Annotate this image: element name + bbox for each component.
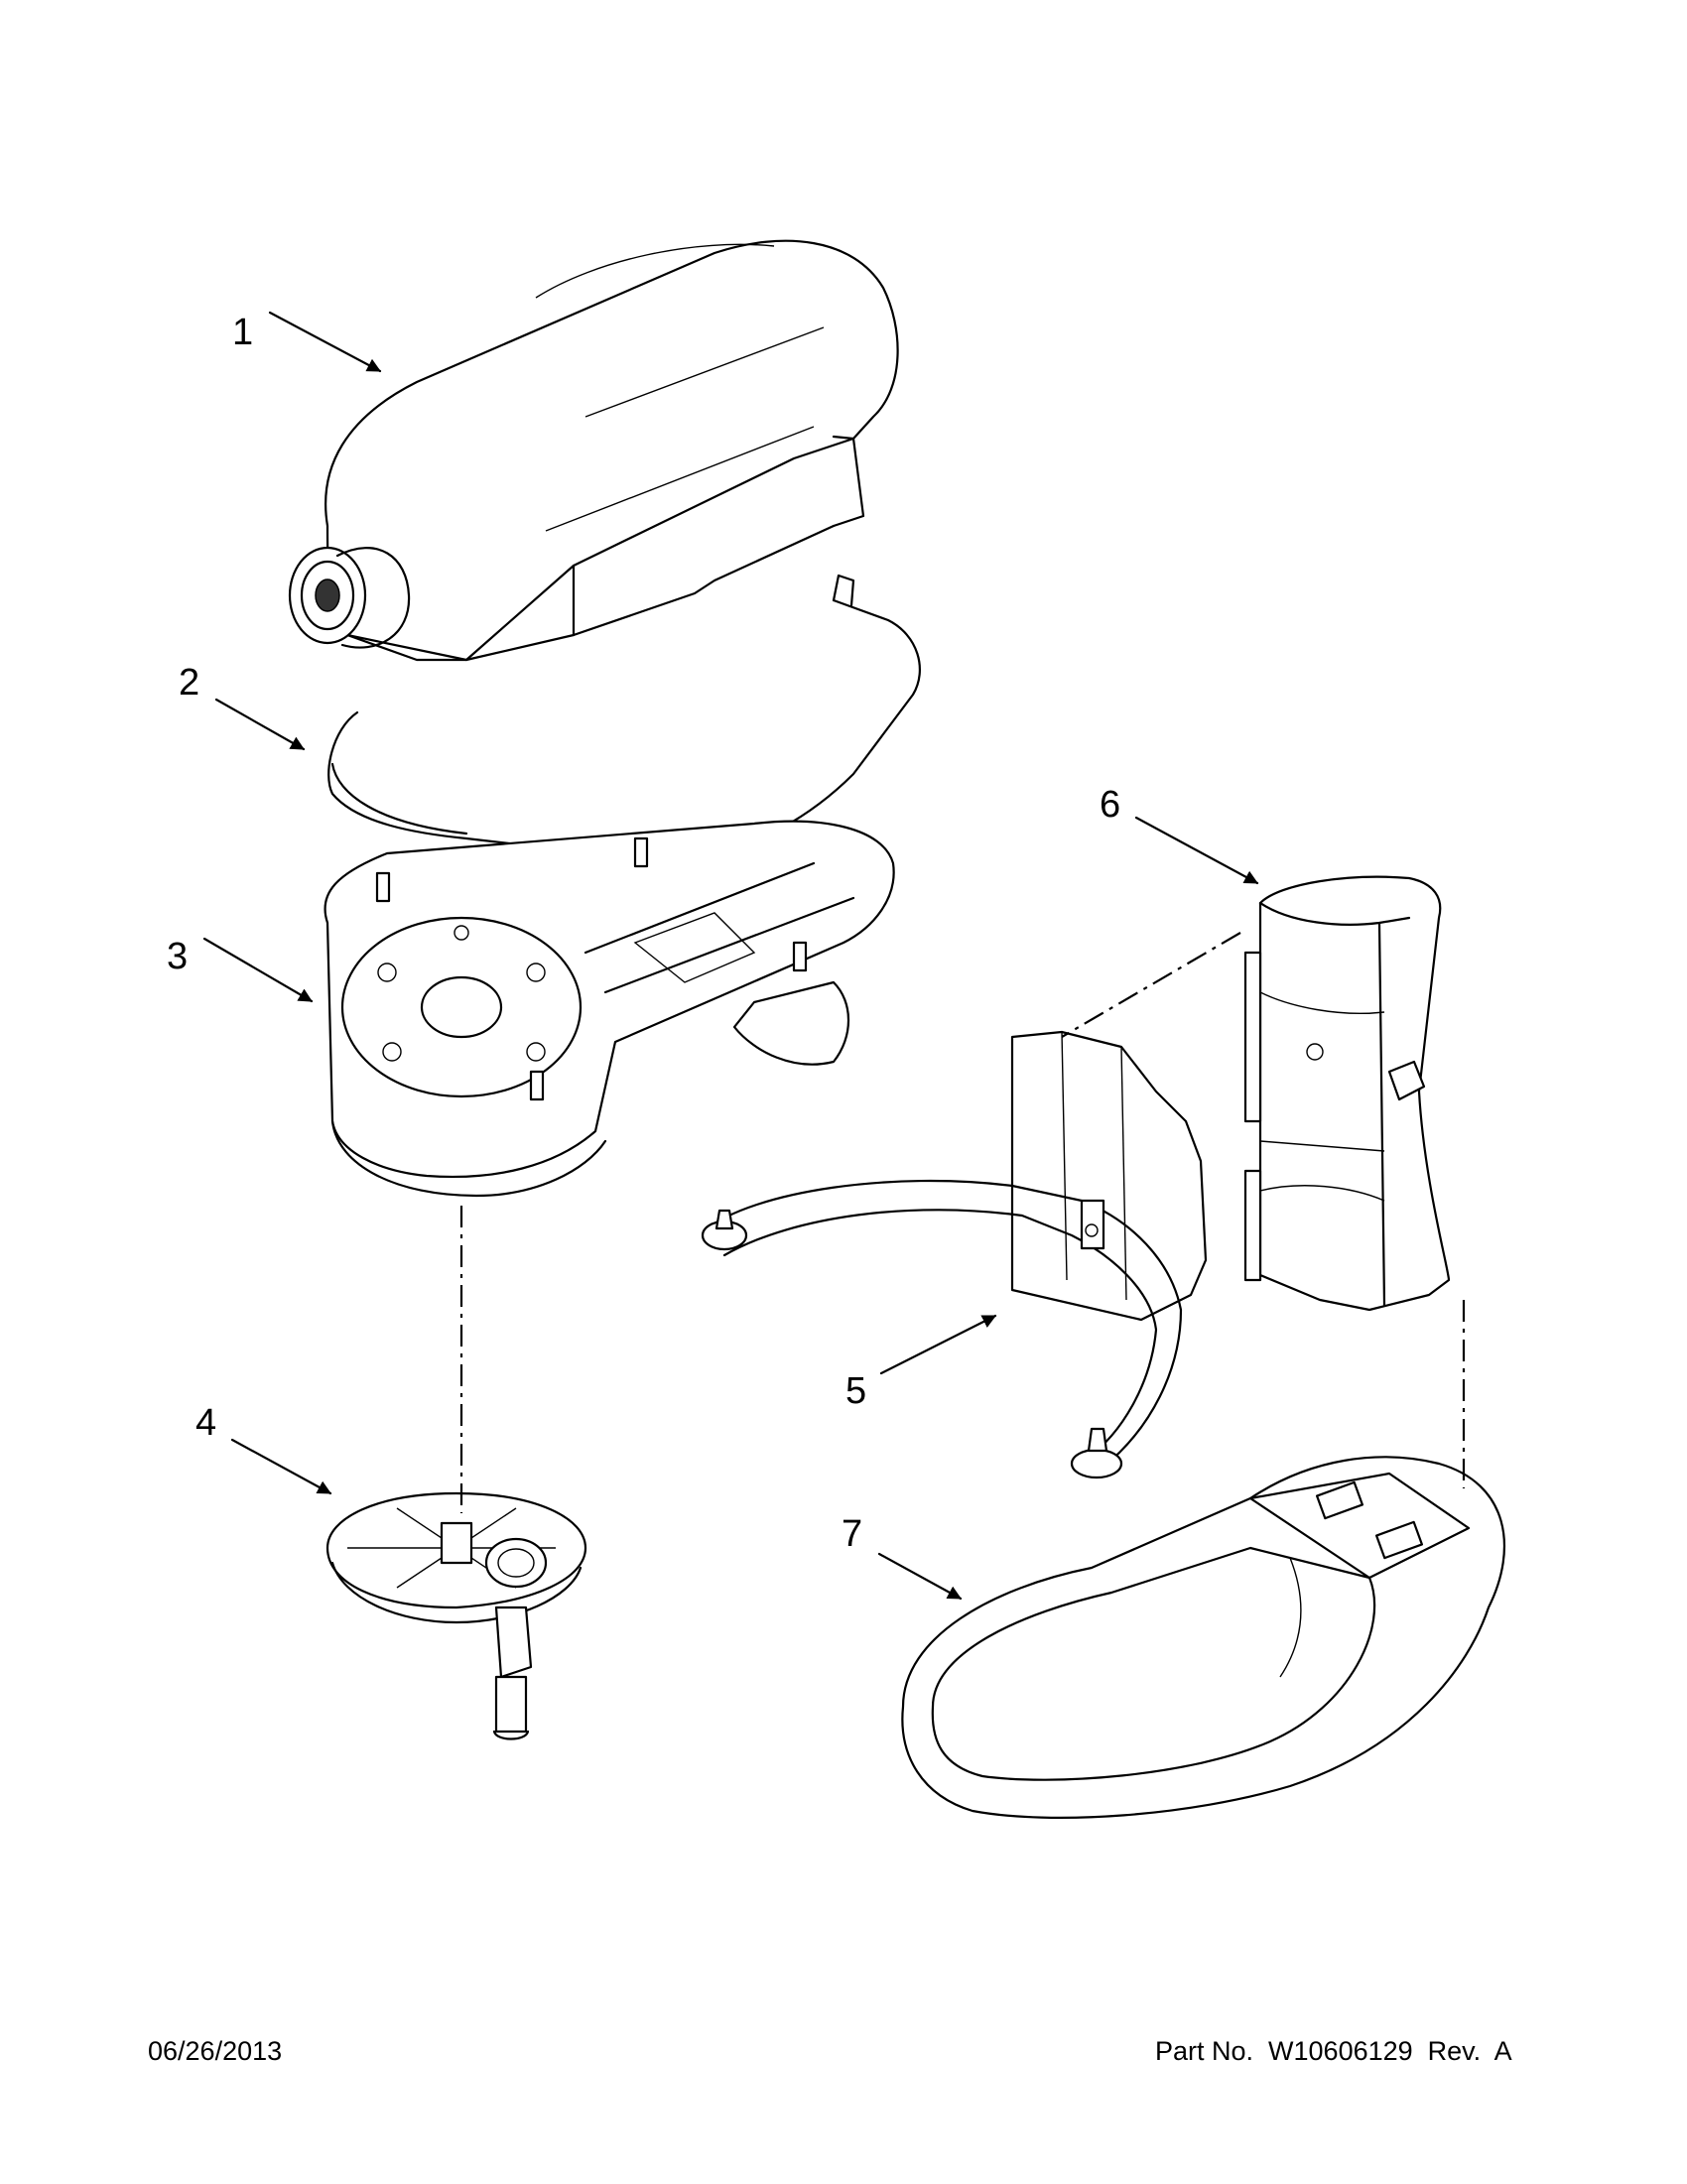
part-1-motor-housing	[288, 239, 899, 662]
callout-6: 6	[1100, 784, 1121, 826]
leader-4	[230, 1438, 332, 1495]
footer-part-number: Part No. W10606129 Rev. A	[1155, 2036, 1512, 2066]
callout-3: 3	[167, 936, 189, 977]
part-4-planetary-assembly	[325, 1491, 587, 1740]
callout-7: 7	[842, 1513, 863, 1555]
footer-date: 06/26/2013	[148, 2036, 283, 2066]
part-6-pedestal-column	[1243, 875, 1451, 1312]
leader-3	[202, 937, 314, 1003]
leader-2	[214, 698, 306, 751]
callout-1: 1	[232, 312, 254, 353]
callout-5: 5	[845, 1370, 867, 1412]
part-5-bowl-clamping-arm	[701, 1030, 1208, 1479]
leader-6	[1134, 816, 1259, 885]
leader-7	[877, 1552, 963, 1601]
leader-5	[879, 1314, 997, 1375]
part-7-base	[901, 1456, 1506, 1819]
callout-4: 4	[195, 1402, 217, 1444]
part-3-gear-case	[324, 820, 895, 1198]
leader-1	[268, 311, 382, 373]
callout-2: 2	[179, 662, 200, 704]
assembly-lines	[459, 932, 1466, 1513]
leader-arrows	[202, 311, 1259, 1601]
